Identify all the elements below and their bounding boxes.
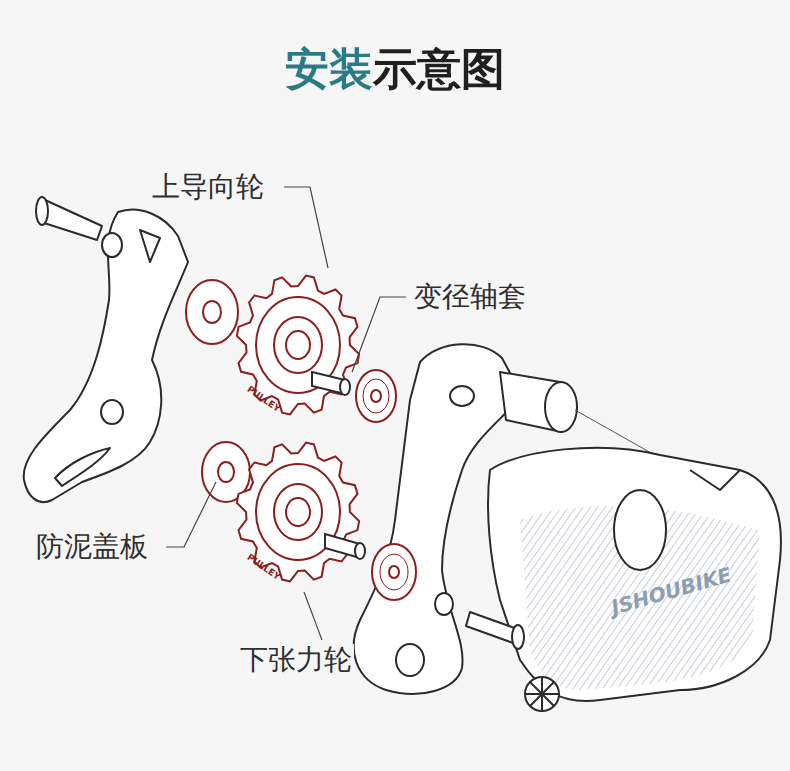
pulley-bearing [274,484,322,540]
knuckle-end [545,382,577,432]
bolt [41,200,102,240]
dust-cap-hole [203,301,221,323]
plate-hole [101,400,123,424]
page-title: 安装示意图 [0,44,790,95]
bolt-head [512,625,524,649]
dust-cap-hole [389,566,399,578]
dust-cap [356,370,396,422]
dust-cap-ring [363,379,389,413]
part-label: 上导向轮 [150,171,266,203]
dust-cap-hole [218,462,234,482]
derailleur-body [488,448,781,701]
bushing-end [340,379,350,395]
plate-slot [55,448,110,486]
pulley-bore [286,498,310,526]
leader-line [304,592,322,640]
pulley-bearing [274,317,322,373]
part-label: 变径轴套 [412,281,528,313]
leader-line [284,187,328,268]
pulley-teeth [237,276,359,415]
plate-slot [140,230,160,262]
dust-cap [372,544,416,600]
dust-cap [186,280,238,344]
pulley-bore [286,331,310,359]
plate-hole [435,593,453,615]
outer-cage-plate [24,209,188,502]
dust-cap-ring [380,554,408,590]
plate-hole [450,386,474,406]
dust-cap-hole [371,390,381,402]
barrel-adjuster-ridges [525,677,559,711]
body-detail [690,470,740,490]
part-label: 防泥盖板 [34,531,150,563]
leader-line [352,297,406,372]
title-text: 安装示意图 [285,44,505,95]
pulley-teeth [237,443,359,582]
plate-hole [396,644,424,676]
bushing-end [355,543,365,559]
barrel-adjuster [525,677,559,711]
plate-hole [102,233,122,257]
leader-line [166,482,216,547]
part-label: 下张力轮 [238,644,354,676]
body-hole [614,490,666,570]
bolt-head [36,197,48,225]
